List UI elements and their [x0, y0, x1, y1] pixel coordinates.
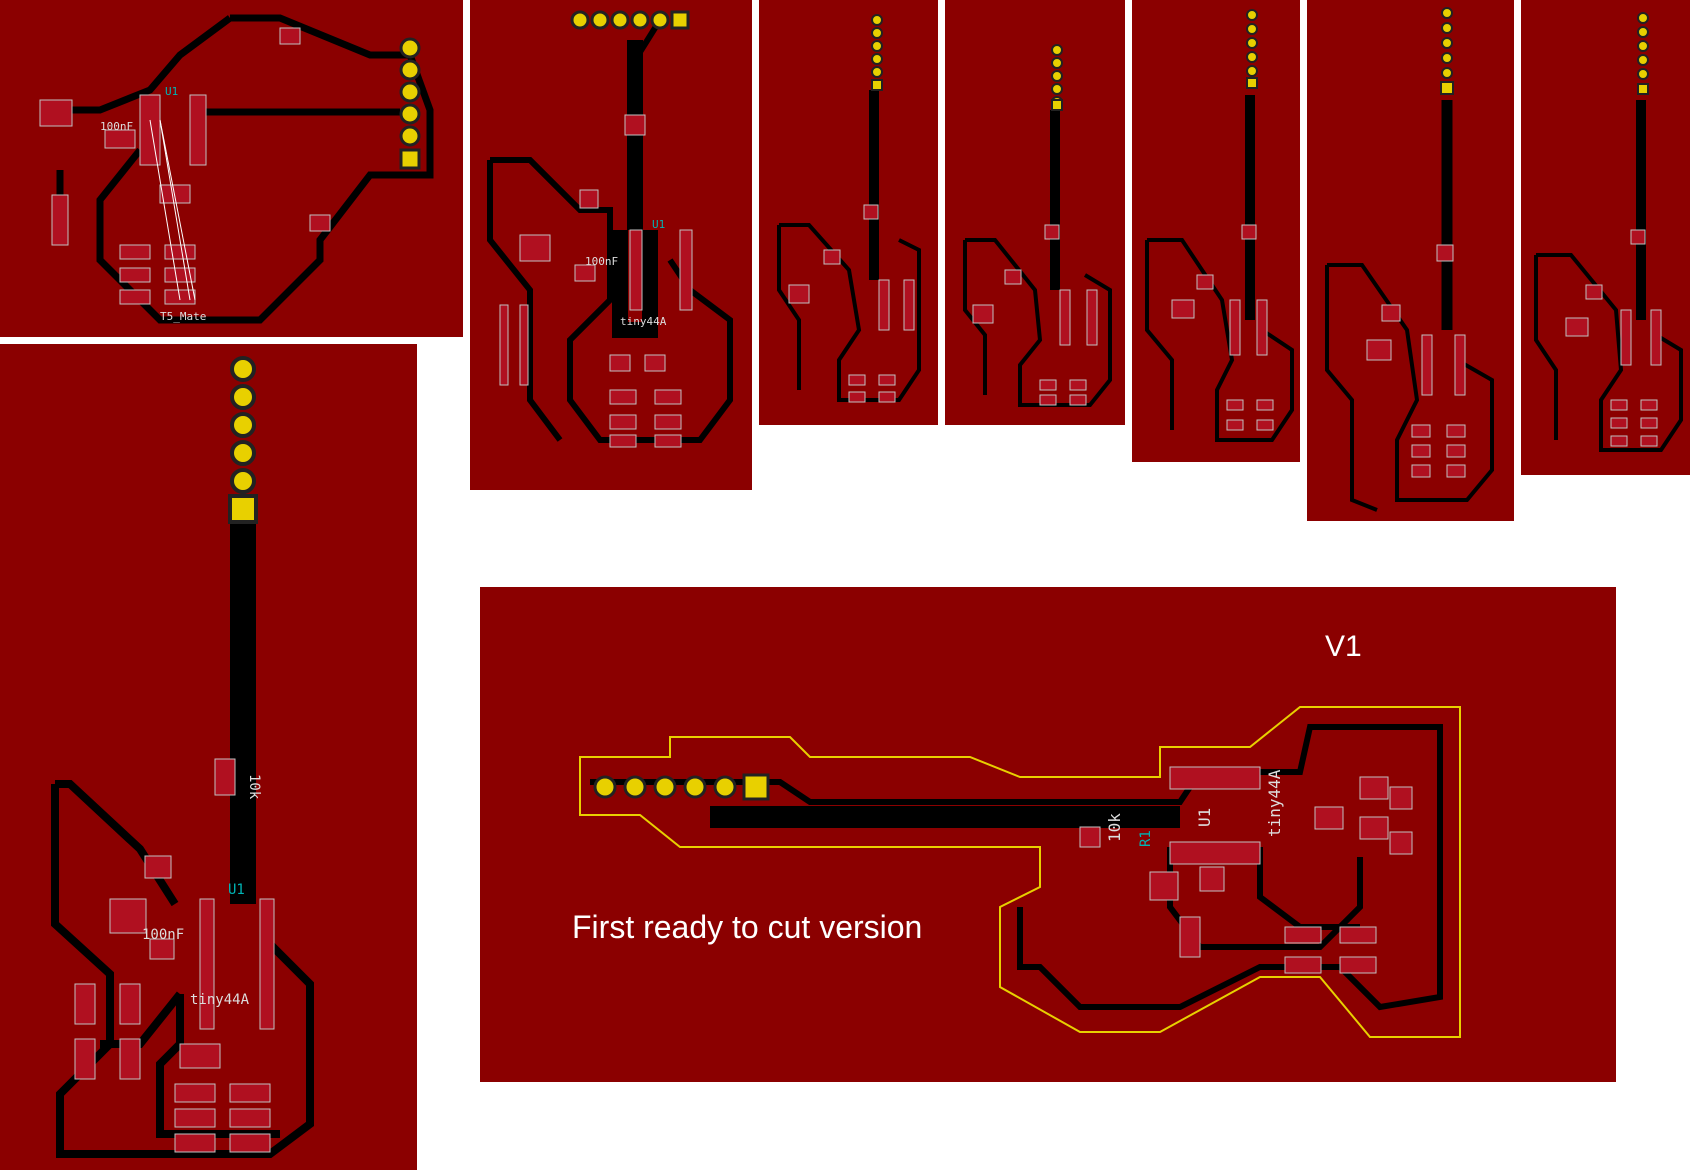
- board-iteration-3-layout: [777, 14, 921, 403]
- edge-cut-outline: [579, 706, 1461, 1038]
- board-iteration-6: [1307, 0, 1514, 521]
- cap-label-8: 100nF: [142, 927, 184, 943]
- cap-label-2: 100nF: [585, 255, 618, 268]
- res-label-8: 10k: [246, 774, 262, 800]
- board-iteration-5: [1132, 0, 1300, 462]
- cap-label-1: 100nF: [100, 120, 133, 133]
- board-final-v1: U1 tiny44A 10k R1 V1 First ready to cut …: [480, 587, 1616, 1082]
- board-iteration-4: [945, 0, 1125, 425]
- mcu-label-final: tiny44A: [1265, 769, 1284, 837]
- board-iteration-3: [759, 0, 938, 425]
- board-iteration-7: [1521, 0, 1690, 475]
- mcu-label-2: tiny44A: [620, 315, 667, 328]
- res-label-final: 10k: [1105, 813, 1124, 842]
- mcu-label-8: tiny44A: [190, 992, 250, 1008]
- r1-label-final: R1: [1138, 830, 1154, 847]
- board-iteration-2-layout: U1 100nF tiny44A: [487, 10, 733, 448]
- board-iteration-4-layout: [963, 44, 1112, 407]
- u1-label-final: U1: [1195, 808, 1214, 827]
- board-iteration-7-layout: [1534, 12, 1683, 452]
- board-final-v1-layout: U1 tiny44A 10k R1: [579, 706, 1461, 1038]
- board-iteration-8: U1 100nF 10k tiny44A: [0, 344, 417, 1170]
- board-iteration-8-layout: U1 100nF 10k tiny44A: [51, 356, 314, 1158]
- version-caption: First ready to cut version: [572, 909, 923, 945]
- u1-label-8: U1: [228, 882, 245, 898]
- u1-label-2: U1: [652, 218, 665, 231]
- board-iteration-1-layout: U1 100nF T5_Mate: [39, 14, 434, 324]
- board-iteration-1: U1 100nF T5_Mate: [0, 0, 463, 337]
- net-label-1: T5_Mate: [160, 310, 206, 323]
- board-iteration-2: U1 100nF tiny44A: [470, 0, 752, 490]
- board-iteration-6-layout: [1325, 7, 1494, 512]
- u1-label-1: U1: [165, 85, 178, 98]
- board-iteration-5-layout: [1145, 9, 1294, 442]
- version-label: V1: [1325, 630, 1362, 663]
